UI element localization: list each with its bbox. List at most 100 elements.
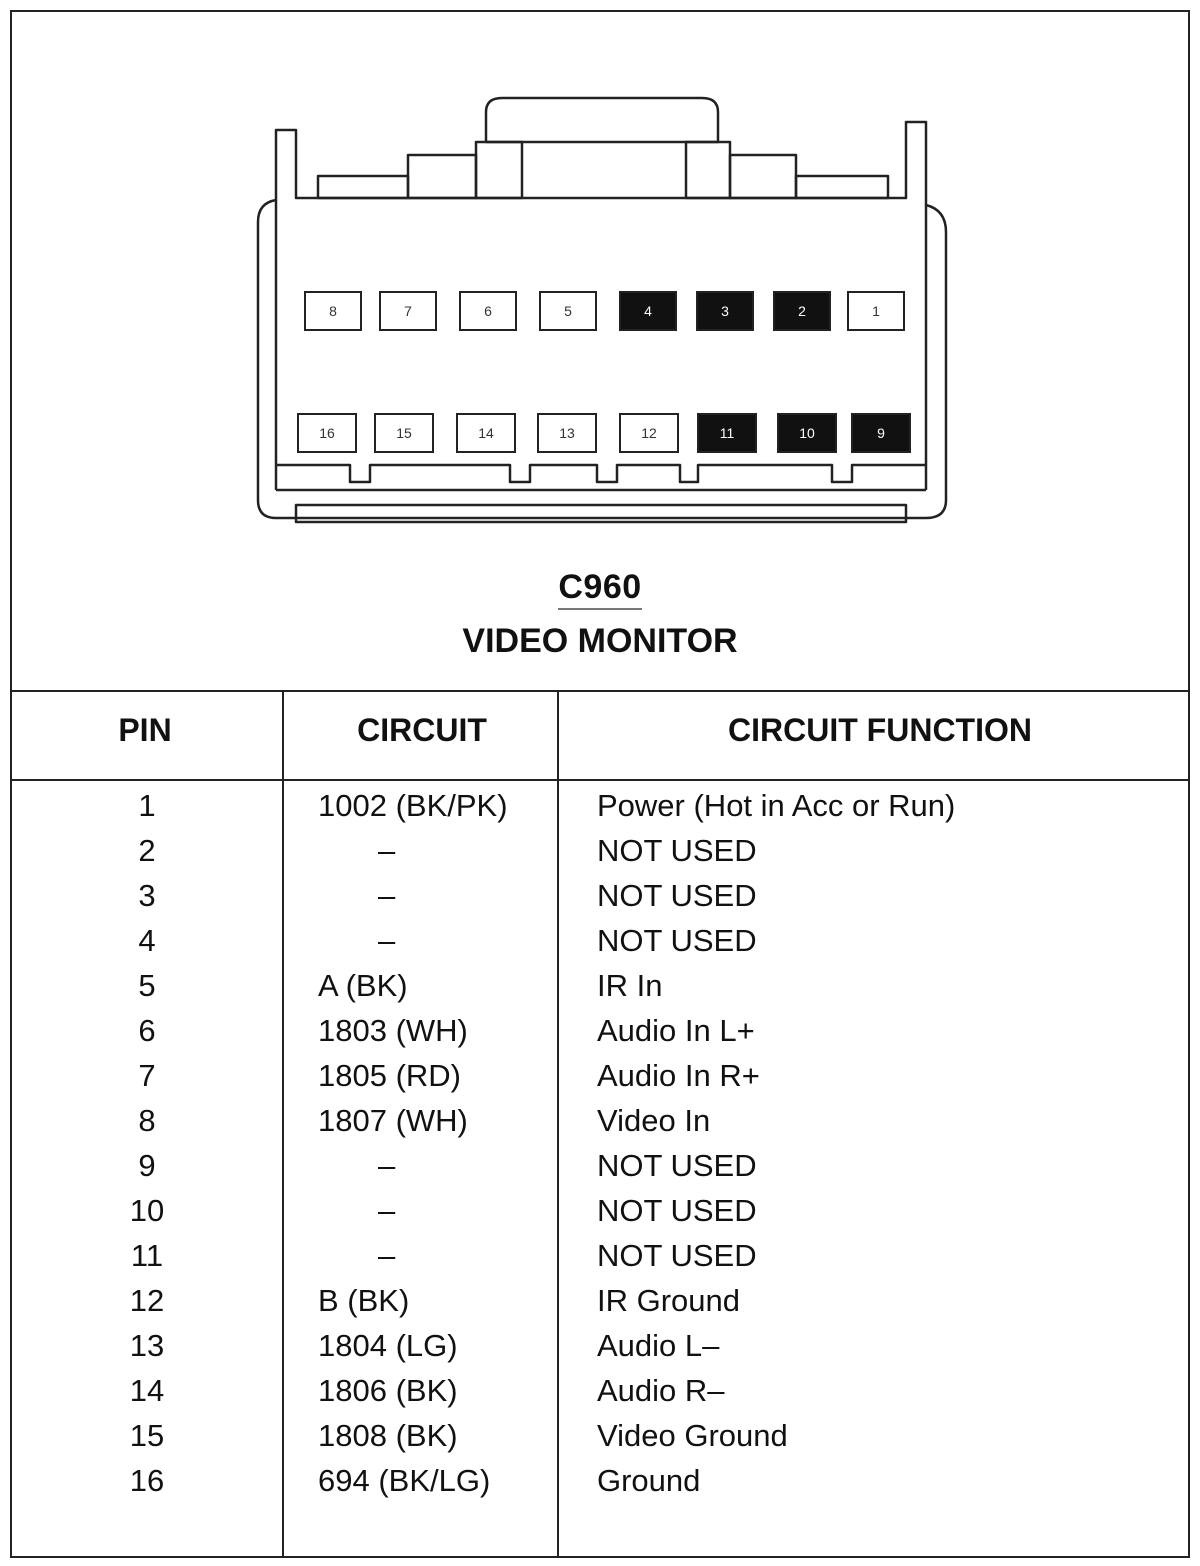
pin-number: 1	[872, 303, 880, 319]
pin-box	[297, 413, 357, 453]
cell-pin: 9	[138, 1148, 156, 1183]
pin-cavity-12: 12	[619, 413, 679, 453]
pin-box	[374, 413, 434, 453]
pin-cavity-8: 8	[304, 291, 362, 331]
table-top-border	[10, 690, 1190, 692]
cell-pin: 2	[138, 833, 156, 868]
cell-function: Audio In R+	[597, 1058, 760, 1093]
cell-circuit: B (BK)	[318, 1283, 410, 1318]
table-row: 4 – NOT USED	[0, 918, 1200, 963]
pin-number: 11	[720, 425, 735, 441]
cell-circuit: –	[378, 833, 396, 868]
connector-name: VIDEO MONITOR	[462, 622, 738, 660]
cell-circuit: 1002 (BK/PK)	[318, 788, 508, 823]
pin-number: 13	[559, 425, 575, 441]
table-row: 3–NOT USED	[0, 873, 1200, 918]
cell-pin: 14	[129, 1373, 165, 1408]
pin-number: 2	[798, 303, 806, 319]
pin-number: 9	[877, 425, 885, 441]
pin-cavity-4: 4	[619, 291, 677, 331]
pin-number: 6	[484, 303, 492, 319]
cell-function: NOT USED	[597, 1238, 757, 1273]
pin-cavity-9: 9	[851, 413, 911, 453]
cell-pin: 5	[138, 968, 156, 1003]
pin-cavity-6: 6	[459, 291, 517, 331]
cell-circuit: 1804 (LG)	[318, 1328, 458, 1363]
cell-circuit: –	[378, 923, 396, 958]
connector-latch	[484, 96, 720, 144]
pin-box	[459, 291, 517, 331]
pin-cavity-7: 7	[379, 291, 437, 331]
pin-box	[619, 413, 679, 453]
cell-function: Video Ground	[597, 1418, 788, 1453]
cell-function: NOT USED	[597, 878, 757, 913]
table-row: 7 1805 (RD) Audio In R+	[0, 1053, 1200, 1098]
pin-row-top: 8 7 6 5 4 3 2 1	[304, 291, 905, 331]
cell-function: Ground	[597, 1463, 701, 1498]
column-divider-2	[557, 690, 559, 1558]
cell-function: NOT USED	[597, 1148, 757, 1183]
ledge-left	[316, 174, 410, 200]
cell-function: Audio In L+	[597, 1013, 755, 1048]
cell-circuit: –	[378, 1238, 396, 1273]
pin-number: 5	[564, 303, 572, 319]
pin-cavity-5: 5	[539, 291, 597, 331]
cell-function: IR Ground	[597, 1283, 741, 1318]
pin-cavity-14: 14	[456, 413, 516, 453]
pinout-table: PIN CIRCUIT CIRCUIT FUNCTION	[10, 690, 1190, 1558]
cell-pin: 16	[129, 1463, 165, 1498]
cell-circuit: –	[378, 878, 396, 913]
pin-box	[537, 413, 597, 453]
latch-block-left-small	[474, 140, 524, 200]
header-circuit: CIRCUIT	[357, 712, 487, 748]
cell-pin: 10	[129, 1193, 165, 1228]
connector-code: C960	[0, 568, 1200, 610]
connector-base-rail	[276, 488, 926, 524]
cell-pin: 7	[138, 1058, 156, 1093]
pin-number: 4	[644, 303, 652, 319]
pin-number: 3	[721, 303, 729, 319]
pin-box	[696, 291, 754, 331]
pin-number: 16	[319, 425, 335, 441]
pin-cavity-2: 2	[773, 291, 831, 331]
cell-pin: 1	[138, 788, 156, 823]
table-row: 2–NOT USED	[0, 828, 1200, 873]
cell-function: Video In	[597, 1103, 711, 1138]
cell-circuit: 1805 (RD)	[318, 1058, 461, 1093]
cell-function: NOT USED	[597, 923, 757, 958]
pin-cavity-3: 3	[696, 291, 754, 331]
pin-box	[777, 413, 837, 453]
cell-circuit: 1808 (BK)	[318, 1418, 458, 1453]
pin-number: 15	[396, 425, 412, 441]
cell-circuit: 694 (BK/LG)	[318, 1463, 491, 1498]
cell-circuit: 1807 (WH)	[318, 1103, 468, 1138]
pin-number: 8	[329, 303, 337, 319]
cell-pin: 4	[138, 923, 156, 958]
header-circuit-function: CIRCUIT FUNCTION	[728, 712, 1032, 748]
table-header-divider	[10, 779, 1190, 781]
cell-circuit: –	[378, 1193, 396, 1228]
pin-box	[847, 291, 905, 331]
pin-number: 7	[404, 303, 412, 319]
latch-block-left-large	[406, 153, 478, 200]
cell-pin: 8	[138, 1103, 156, 1138]
table-row: 10–NOT USED	[0, 1188, 1200, 1233]
pin-cavity-1: 1	[847, 291, 905, 331]
latch-block-right-small	[684, 140, 732, 200]
cell-pin: 13	[129, 1328, 165, 1363]
column-divider-1	[282, 690, 284, 1558]
pin-cavity-13: 13	[537, 413, 597, 453]
cell-circuit: 1806 (BK)	[318, 1373, 458, 1408]
cell-function: IR In	[597, 968, 663, 1003]
connector-bottom-notches	[276, 463, 926, 484]
pin-number: 14	[478, 425, 494, 441]
pin-box	[619, 291, 677, 331]
pin-box	[456, 413, 516, 453]
